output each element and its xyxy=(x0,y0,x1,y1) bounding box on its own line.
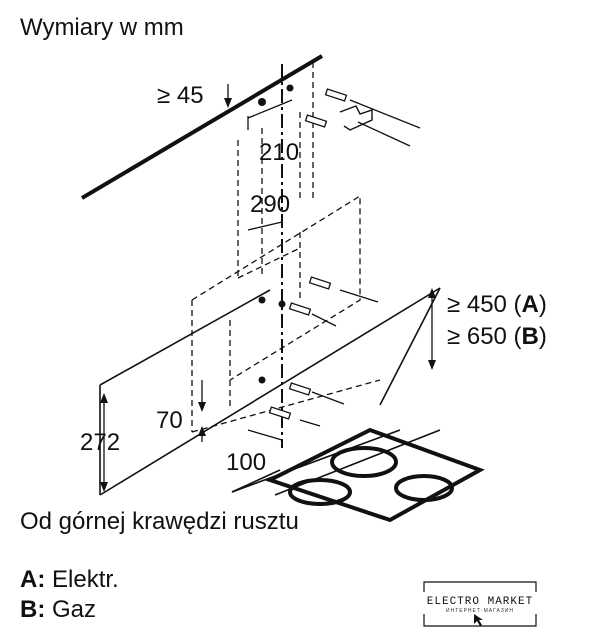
ceiling-line xyxy=(80,54,324,200)
dim-272: 272 xyxy=(80,429,120,456)
electro-market-logo: ELECTRO MARKET ИНТЕРНЕТ-МАГАЗИН xyxy=(423,581,537,627)
screws xyxy=(299,99,421,427)
diagram-title: Wymiary w mm xyxy=(20,14,184,41)
dim-70: 70 xyxy=(156,407,183,434)
dim-min-b: ≥ 650 (B) xyxy=(447,323,547,350)
dim-min-b-value: ≥ 650 ( xyxy=(447,323,522,350)
legend-row-b: B: Gaz xyxy=(20,596,96,624)
cursor-icon xyxy=(474,614,483,626)
hood-outline xyxy=(191,194,381,433)
dim-210: 210 xyxy=(259,139,299,166)
legend-key-a: A: xyxy=(20,566,46,593)
caption: Od górnej krawędzi rusztu xyxy=(20,508,299,535)
legend-key-b: B: xyxy=(20,596,46,623)
dim-min-a: ≥ 450 (A) xyxy=(447,291,547,318)
dim-290: 290 xyxy=(250,191,290,218)
mount-points xyxy=(258,84,294,384)
dimension-arrows xyxy=(100,98,436,492)
chimney-outline xyxy=(237,62,314,279)
dim-100: 100 xyxy=(226,449,266,476)
legend-row-a: A: Elektr. xyxy=(20,566,119,594)
dim-min-top: ≥ 45 xyxy=(157,82,204,109)
worktop xyxy=(99,287,441,496)
logo-tagline: ИНТЕРНЕТ-МАГАЗИН xyxy=(446,608,514,614)
dim-min-a-key: A xyxy=(522,291,539,318)
dim-min-a-value: ≥ 450 ( xyxy=(447,291,522,318)
legend-text-a: Elektr. xyxy=(52,566,119,593)
bracket xyxy=(339,105,373,131)
legend-text-b: Gaz xyxy=(52,596,97,623)
logo-name: ELECTRO MARKET xyxy=(427,596,533,608)
cooktop xyxy=(264,427,485,523)
wall-plugs xyxy=(268,88,348,420)
dim-min-b-key: B xyxy=(522,323,539,350)
dim-min-b-close: ) xyxy=(539,323,547,350)
dim-min-a-close: ) xyxy=(539,291,547,318)
